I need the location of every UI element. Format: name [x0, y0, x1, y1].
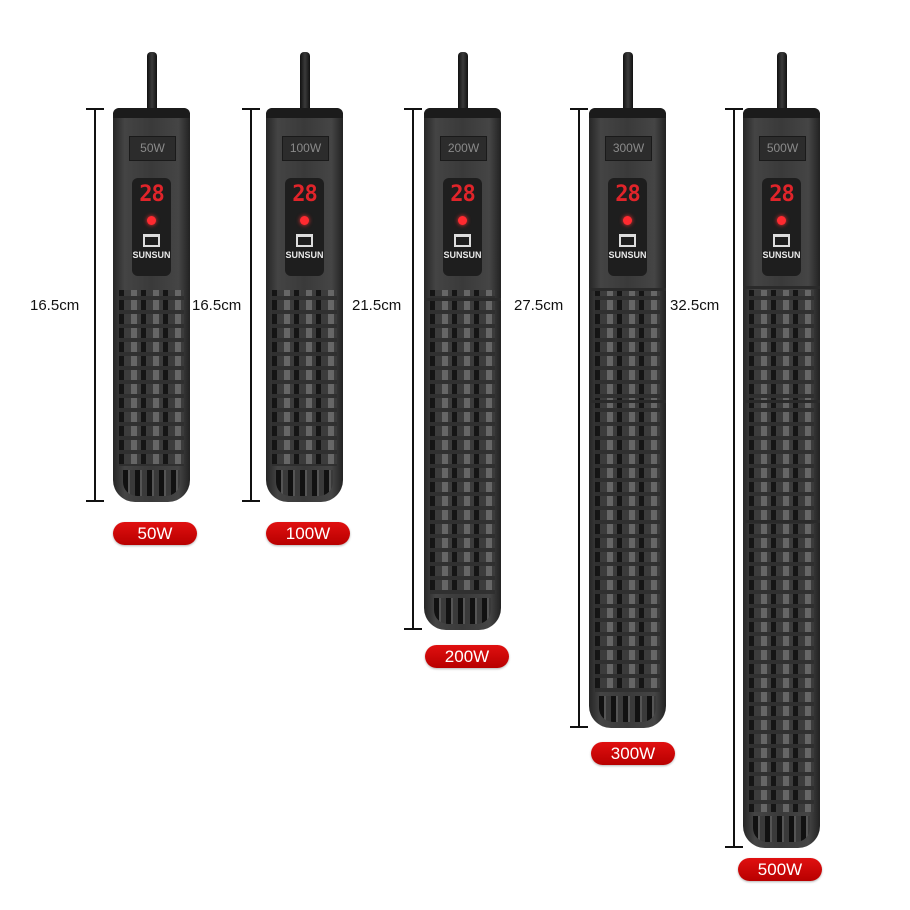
wattage-badge: 500W — [738, 858, 822, 881]
wattage-label: 50W — [129, 136, 176, 161]
brand-logo-icon — [454, 234, 471, 247]
heater-body: 200W 28 SUNSUN — [424, 108, 501, 630]
brand-name: SUNSUN — [285, 250, 324, 260]
brand-name: SUNSUN — [608, 250, 647, 260]
indicator-led-icon — [777, 216, 786, 225]
heater-base — [753, 816, 810, 842]
brand-name: SUNSUN — [132, 250, 171, 260]
indicator-led-icon — [623, 216, 632, 225]
temperature-value: 28 — [450, 182, 476, 207]
heater-base — [434, 598, 491, 624]
power-cord — [458, 52, 468, 112]
height-label: 16.5cm — [30, 297, 80, 314]
heater-base — [276, 470, 333, 496]
segment-joint — [743, 520, 820, 523]
segment-joint — [743, 286, 820, 289]
power-cord — [623, 52, 633, 112]
wattage-label: 300W — [605, 136, 652, 161]
heater-grille — [119, 290, 184, 466]
heater-body: 500W 28 SUNSUN — [743, 108, 820, 848]
temperature-display: 28 SUNSUN — [762, 178, 801, 276]
segment-joint — [743, 400, 820, 403]
heater-cap — [424, 108, 501, 118]
brand-logo-icon — [619, 234, 636, 247]
heater-cap — [266, 108, 343, 118]
wattage-badge: 200W — [425, 645, 509, 668]
heater-500w: 500W 28 SUNSUN — [743, 52, 820, 848]
dimension-line — [404, 108, 422, 630]
temperature-display: 28 SUNSUN — [443, 178, 482, 276]
indicator-led-icon — [458, 216, 467, 225]
dimension-line — [570, 108, 588, 728]
wattage-badge: 50W — [113, 522, 197, 545]
heater-200w: 200W 28 SUNSUN — [424, 52, 501, 630]
temperature-value: 28 — [292, 182, 318, 207]
heater-grille — [595, 290, 660, 692]
heater-body: 300W 28 SUNSUN — [589, 108, 666, 728]
heater-100w: 100W 28 SUNSUN — [266, 52, 343, 502]
height-label: 32.5cm — [670, 297, 720, 314]
power-cord — [777, 52, 787, 112]
heater-cap — [743, 108, 820, 118]
wattage-label: 100W — [282, 136, 329, 161]
heater-body: 100W 28 SUNSUN — [266, 108, 343, 502]
heater-cap — [113, 108, 190, 118]
temperature-display: 28 SUNSUN — [608, 178, 647, 276]
dimension-line — [725, 108, 743, 848]
heater-50w: 50W 28 SUNSUN — [113, 52, 190, 502]
heater-300w: 300W 28 SUNSUN — [589, 52, 666, 728]
temperature-display: 28 SUNSUN — [132, 178, 171, 276]
heater-grille — [430, 290, 495, 594]
temperature-value: 28 — [615, 182, 641, 207]
temperature-value: 28 — [769, 182, 795, 207]
temperature-display: 28 SUNSUN — [285, 178, 324, 276]
brand-name: SUNSUN — [443, 250, 482, 260]
height-label: 27.5cm — [514, 297, 564, 314]
wattage-label: 500W — [759, 136, 806, 161]
power-cord — [147, 52, 157, 112]
brand-logo-icon — [296, 234, 313, 247]
wattage-badge: 300W — [591, 742, 675, 765]
indicator-led-icon — [300, 216, 309, 225]
segment-joint — [589, 288, 666, 291]
heater-grille — [272, 290, 337, 466]
brand-logo-icon — [143, 234, 160, 247]
heater-base — [599, 696, 656, 722]
dimension-line — [242, 108, 260, 502]
temperature-value: 28 — [139, 182, 165, 207]
heater-cap — [589, 108, 666, 118]
height-label: 16.5cm — [192, 297, 242, 314]
brand-name: SUNSUN — [762, 250, 801, 260]
dimension-line — [86, 108, 104, 502]
brand-logo-icon — [773, 234, 790, 247]
wattage-label: 200W — [440, 136, 487, 161]
indicator-led-icon — [147, 216, 156, 225]
heater-grille — [749, 290, 814, 812]
heater-base — [123, 470, 180, 496]
segment-joint — [589, 400, 666, 403]
wattage-badge: 100W — [266, 522, 350, 545]
height-label: 21.5cm — [352, 297, 402, 314]
heater-body: 50W 28 SUNSUN — [113, 108, 190, 502]
power-cord — [300, 52, 310, 112]
segment-joint — [424, 298, 501, 301]
